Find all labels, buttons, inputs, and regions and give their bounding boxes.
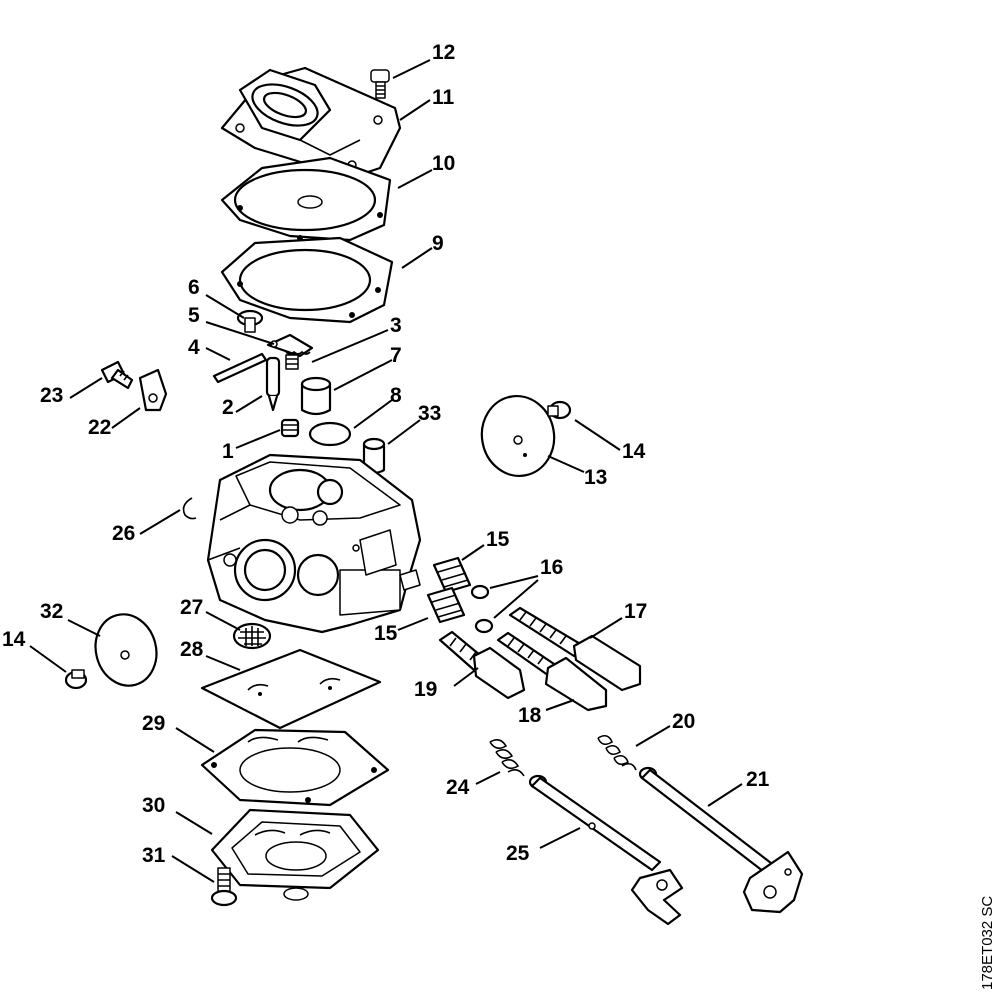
- part-16-o-rings: [470, 584, 494, 634]
- part-25-shaft: [528, 774, 684, 926]
- label-25: 25: [506, 842, 530, 865]
- label-28: 28: [180, 638, 204, 661]
- leader-lines: [29, 59, 743, 883]
- label-13: 13: [584, 466, 607, 489]
- part-24-spring: [489, 738, 525, 777]
- part-15-spring-upper: [432, 556, 472, 594]
- part-23-screw: [100, 360, 134, 390]
- part-21-shaft: [638, 766, 804, 914]
- label-10: 10: [432, 152, 455, 175]
- part-28-gasket: [200, 648, 382, 730]
- label-15-bottom: 15: [374, 622, 398, 645]
- label-30: 30: [142, 794, 165, 817]
- label-31: 31: [142, 844, 166, 867]
- label-2: 2: [222, 396, 234, 419]
- part-6-screw: [236, 309, 264, 333]
- label-1: 1: [222, 440, 234, 463]
- part-30-cover: [210, 808, 380, 901]
- label-17: 17: [624, 600, 647, 623]
- label-21: 21: [746, 768, 770, 791]
- label-33: 33: [418, 402, 441, 425]
- label-6: 6: [188, 276, 200, 299]
- part-4-pin: [212, 352, 268, 384]
- part-27-strainer: [232, 622, 272, 650]
- part-15-spring-lower: [426, 586, 466, 624]
- part-3-lever: [266, 333, 314, 370]
- label-19: 19: [414, 678, 437, 701]
- label-12: 12: [432, 41, 455, 64]
- part-29-metering-diaphragm: [200, 728, 390, 807]
- label-29: 29: [142, 712, 165, 735]
- part-22-bracket: [138, 368, 168, 412]
- part-10-diaphragm: [220, 156, 392, 242]
- part-32-choke-plate: [94, 613, 158, 687]
- label-9: 9: [432, 232, 444, 255]
- label-16: 16: [540, 556, 563, 579]
- label-32: 32: [40, 600, 63, 623]
- label-11: 11: [432, 86, 455, 109]
- part-20-spring: [597, 734, 637, 771]
- label-27: 27: [180, 596, 203, 619]
- part-9-gasket: [220, 236, 394, 324]
- part-11-cover: [220, 66, 402, 180]
- part-13-throttle-plate: [480, 395, 556, 477]
- figure-code: 178ET032 SC: [979, 896, 996, 990]
- carburetor-body: [206, 453, 422, 634]
- part-19-idle-screw: [438, 630, 526, 700]
- label-22: 22: [88, 416, 111, 439]
- label-15-top: 15: [486, 528, 510, 551]
- label-18: 18: [518, 704, 542, 727]
- part-26-clip: [182, 497, 197, 520]
- part-18-adjusting-screw: [496, 631, 608, 712]
- label-26: 26: [112, 522, 135, 545]
- label-4: 4: [188, 336, 200, 359]
- part-7-cup: [300, 376, 332, 416]
- label-20: 20: [672, 710, 695, 733]
- part-31-screw: [210, 867, 238, 907]
- part-1-seat: [280, 418, 300, 438]
- part-2-inlet-needle: [265, 356, 281, 412]
- label-8: 8: [390, 384, 402, 407]
- part-14-screw-top: [547, 400, 572, 420]
- label-7: 7: [390, 344, 402, 367]
- label-14-top: 14: [622, 440, 646, 463]
- part-14-screw-bottom: [64, 669, 88, 690]
- part-8-disc: [308, 421, 352, 447]
- part-12-screw: [370, 69, 390, 99]
- label-5: 5: [188, 304, 200, 327]
- label-3: 3: [390, 314, 402, 337]
- label-14-bottom: 14: [2, 628, 26, 651]
- part-labels: 12 11 10 9 6 5 4 3 7 2 8 1 33 23 22 14 1…: [2, 41, 770, 867]
- label-23: 23: [40, 384, 63, 407]
- label-24: 24: [446, 776, 470, 799]
